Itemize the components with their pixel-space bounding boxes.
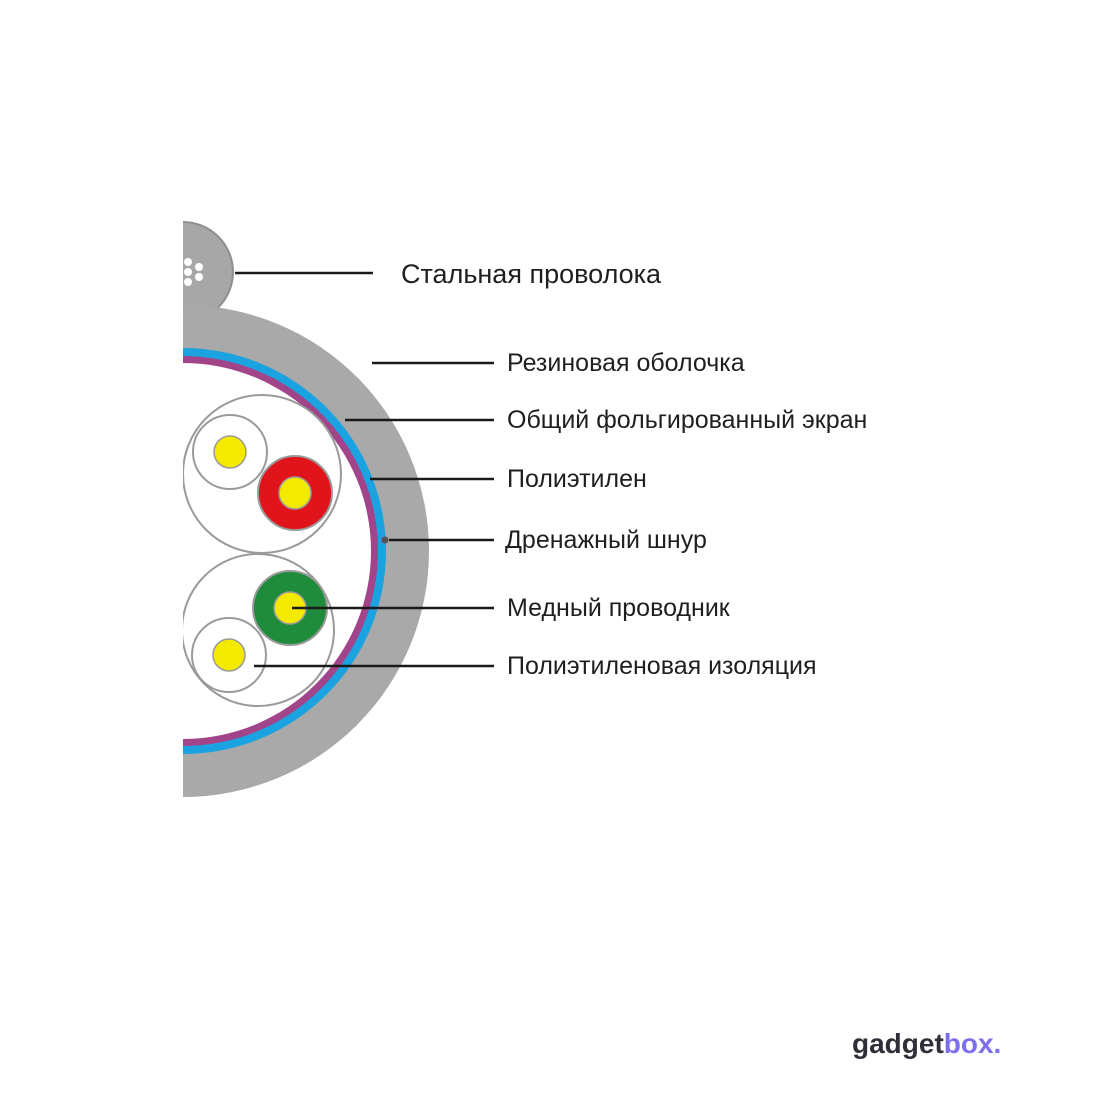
label-rubber-sheath: Резиновая оболочка	[507, 349, 745, 377]
label-polyethylene: Полиэтилен	[507, 465, 647, 493]
steel-wire	[183, 221, 234, 323]
label-copper-conductor: Медный проводник	[507, 594, 730, 622]
label-pe-insulation: Полиэтиленовая изоляция	[507, 652, 817, 680]
brand-logo: gadgetbox.	[852, 1030, 1001, 1058]
brand-name-part1: gadget	[852, 1028, 944, 1059]
label-drain-wire: Дренажный шнур	[505, 526, 707, 554]
pair-1-conductor-1	[213, 435, 247, 469]
drain-wire	[381, 536, 389, 544]
label-steel-wire: Стальная проволока	[401, 259, 662, 289]
pair-2-conductor-2	[212, 638, 246, 672]
brand-name-part2: box.	[943, 1028, 1002, 1059]
leader-lines	[235, 271, 494, 668]
pair-1-conductor-2	[278, 476, 312, 510]
label-foil-screen: Общий фольгированный экран	[507, 406, 868, 434]
